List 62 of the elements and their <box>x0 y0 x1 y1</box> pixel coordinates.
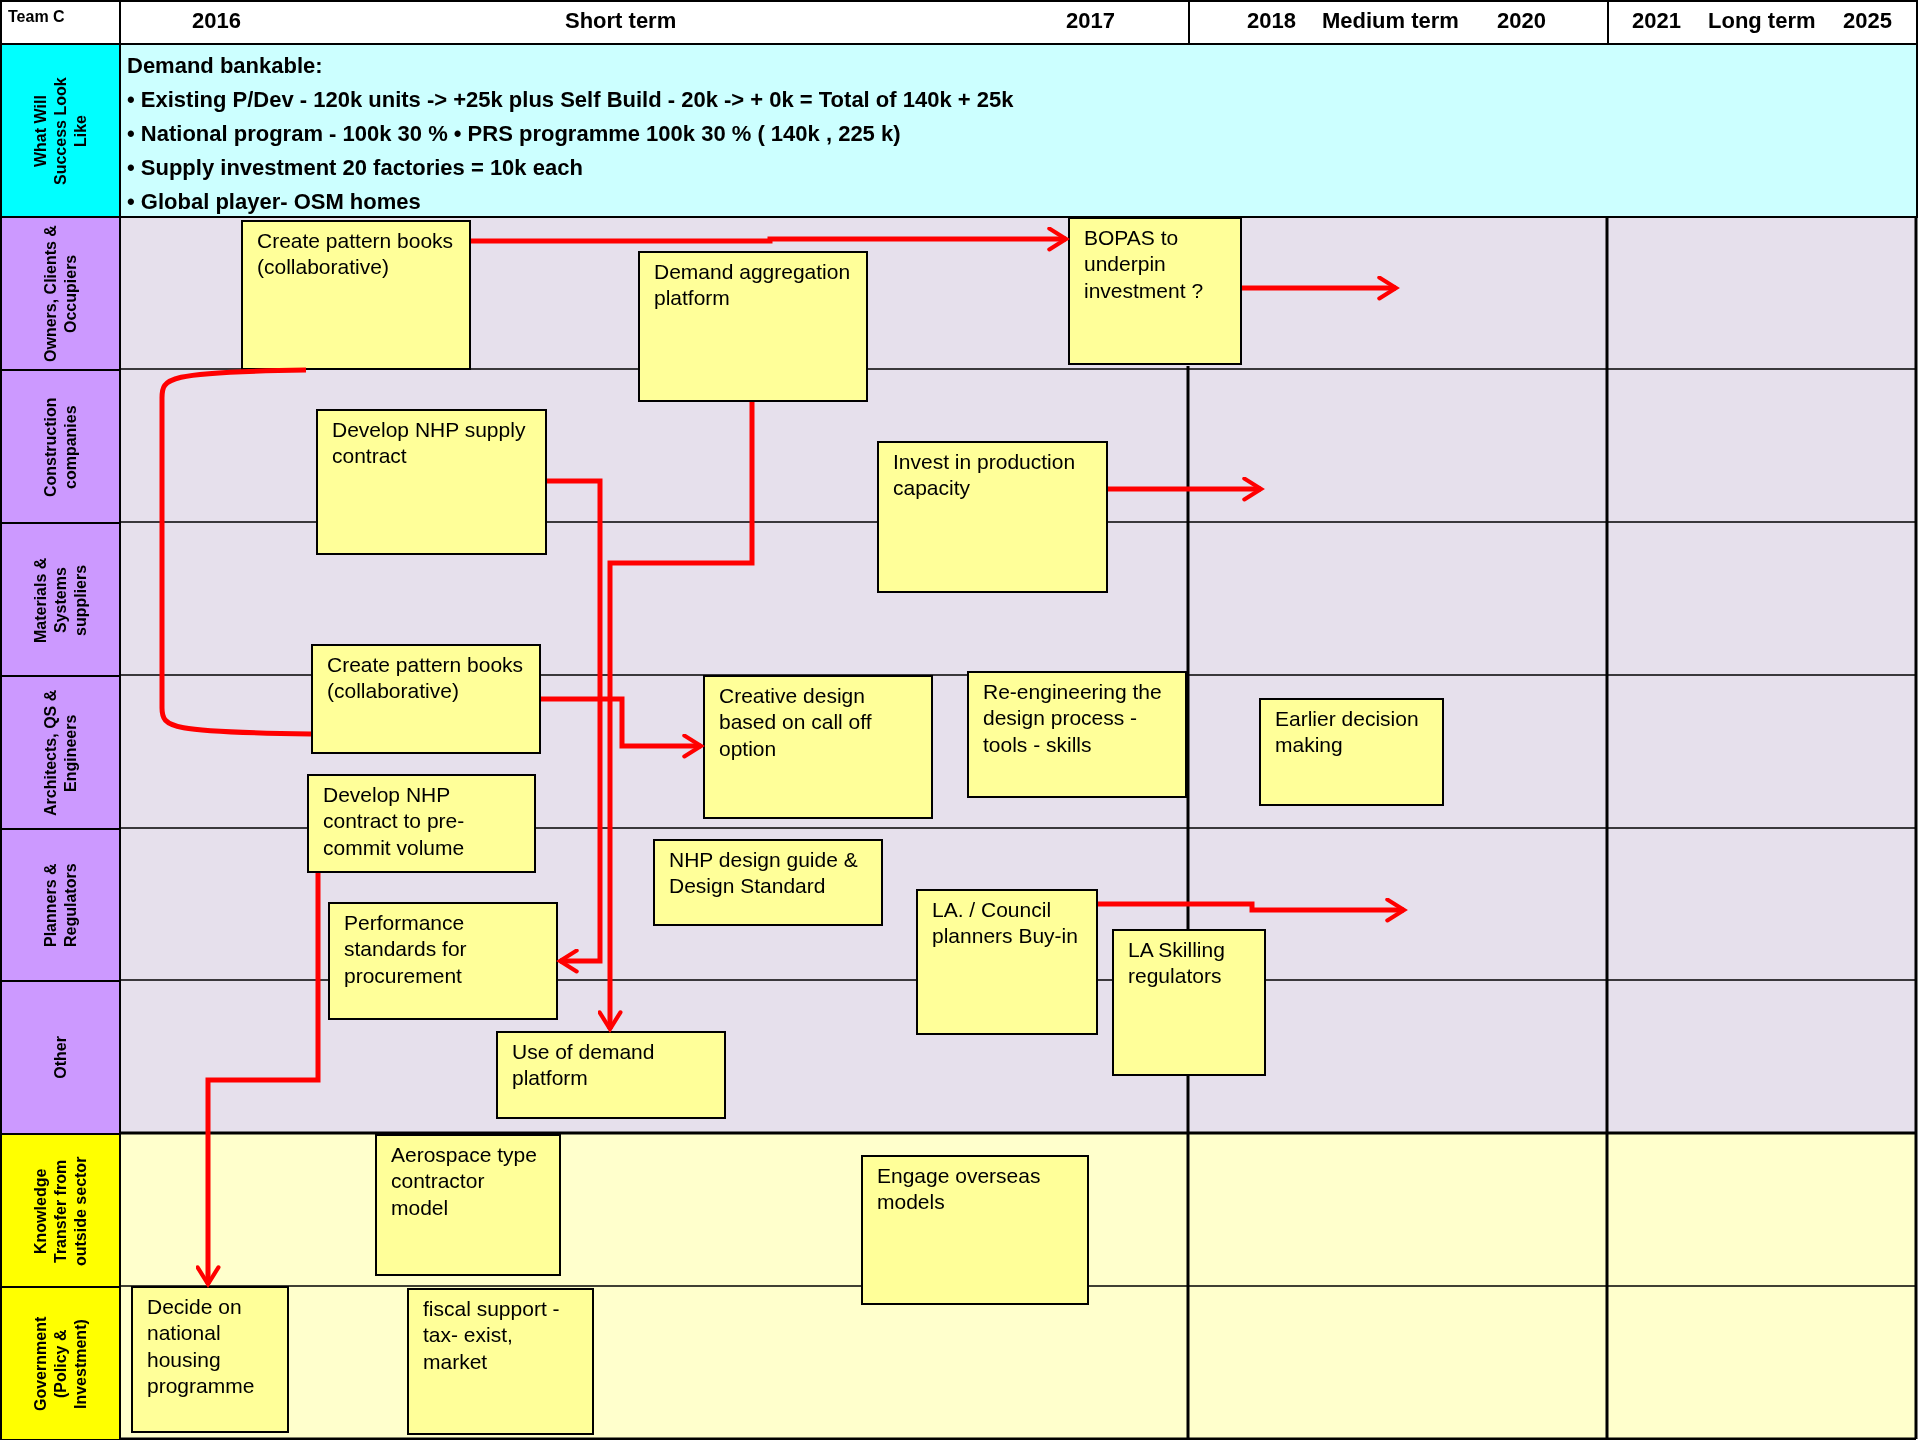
arrow <box>597 402 755 1032</box>
year-label: 2020 <box>1497 8 1546 34</box>
sticky-note: fiscal support - tax- exist, market <box>407 1288 594 1435</box>
sticky-note: Develop NHP supply contract <box>316 409 547 555</box>
sticky-note: Earlier decision making <box>1259 698 1444 806</box>
lane-header <box>0 828 121 982</box>
lane-header <box>0 522 121 677</box>
team-label: Team C <box>8 8 65 26</box>
year-label: 2016 <box>192 8 241 34</box>
sticky-note: NHP design guide & Design Standard <box>653 839 883 926</box>
arrow <box>1239 275 1399 301</box>
sticky-note: Performance standards for procurement <box>328 902 558 1020</box>
lane-header <box>0 43 121 218</box>
sticky-note: Re-engineering the design process - tools - skills <box>967 671 1187 798</box>
term-label: Medium term <box>1322 8 1459 34</box>
lane-label: What Will Success Look Like <box>30 75 90 187</box>
arrow <box>1105 476 1264 502</box>
lane-label: Materials & Systems suppliers <box>30 555 90 645</box>
bullet-text: • National program - 100k 30 % • PRS programme 100k 30 % ( 140k , 225 k) <box>127 120 902 148</box>
lane-label: Planners & Regulators <box>40 862 80 949</box>
bullet-text: • Existing P/Dev - 120k units -> +25k plus Self Build - 20k -> + 0k = Total of 140k + 25k <box>127 86 1015 114</box>
lane-header <box>0 216 121 371</box>
lane-label: Construction companies <box>40 395 80 499</box>
sticky-note: Create pattern books (collaborative) <box>241 220 471 370</box>
year-label: 2017 <box>1066 8 1115 34</box>
sticky-note: Develop NHP contract to pre-commit volume <box>307 774 536 873</box>
lane-header <box>0 980 121 1135</box>
sticky-note: Creative design based on call off option <box>703 675 933 819</box>
year-label: 2025 <box>1843 8 1892 34</box>
sticky-note: Invest in production capacity <box>877 441 1108 593</box>
year-label: 2021 <box>1632 8 1681 34</box>
sticky-note: Engage overseas models <box>861 1155 1089 1305</box>
sticky-note: Aerospace type contractor model <box>375 1134 561 1276</box>
arrow <box>1098 897 1407 923</box>
sticky-note: LA. / Council planners Buy-in <box>916 889 1098 1035</box>
lane-header <box>0 1286 121 1440</box>
arrow <box>547 478 603 974</box>
term-label: Short term <box>565 8 677 34</box>
connector-line <box>159 367 312 737</box>
lane-label: Architects, QS & Engineers <box>40 688 80 818</box>
term-label: Long term <box>1708 8 1816 34</box>
sticky-note: Decide on national housing programme <box>131 1286 289 1433</box>
lane-header <box>0 1133 121 1288</box>
sticky-note: LA Skilling regulators <box>1112 929 1266 1076</box>
bullet-text: Demand bankable: <box>127 52 324 80</box>
sticky-note: Use of demand platform <box>496 1031 726 1119</box>
arrow <box>541 696 704 759</box>
sticky-note: Demand aggregation platform <box>638 251 868 402</box>
arrow <box>471 226 1069 252</box>
year-label: 2018 <box>1247 8 1296 34</box>
arrow <box>195 873 321 1287</box>
lane-label: Owners, Clients & Occupiers <box>40 224 80 364</box>
success-band <box>119 43 1918 218</box>
bullet-text: • Global player- OSM homes <box>127 188 422 216</box>
lane-label: Government (Policy & Investment) <box>30 1315 90 1413</box>
bullet-text: • Supply investment 20 factories = 10k each <box>127 154 584 182</box>
lane-label: Other <box>50 1036 70 1079</box>
lane-header <box>0 369 121 524</box>
sticky-note: BOPAS to underpin investment ? <box>1068 217 1242 365</box>
lane-header <box>0 675 121 830</box>
sticky-note: Create pattern books (collaborative) <box>311 644 541 754</box>
lane-label: Knowledge Transfer from outside sector <box>30 1154 90 1268</box>
